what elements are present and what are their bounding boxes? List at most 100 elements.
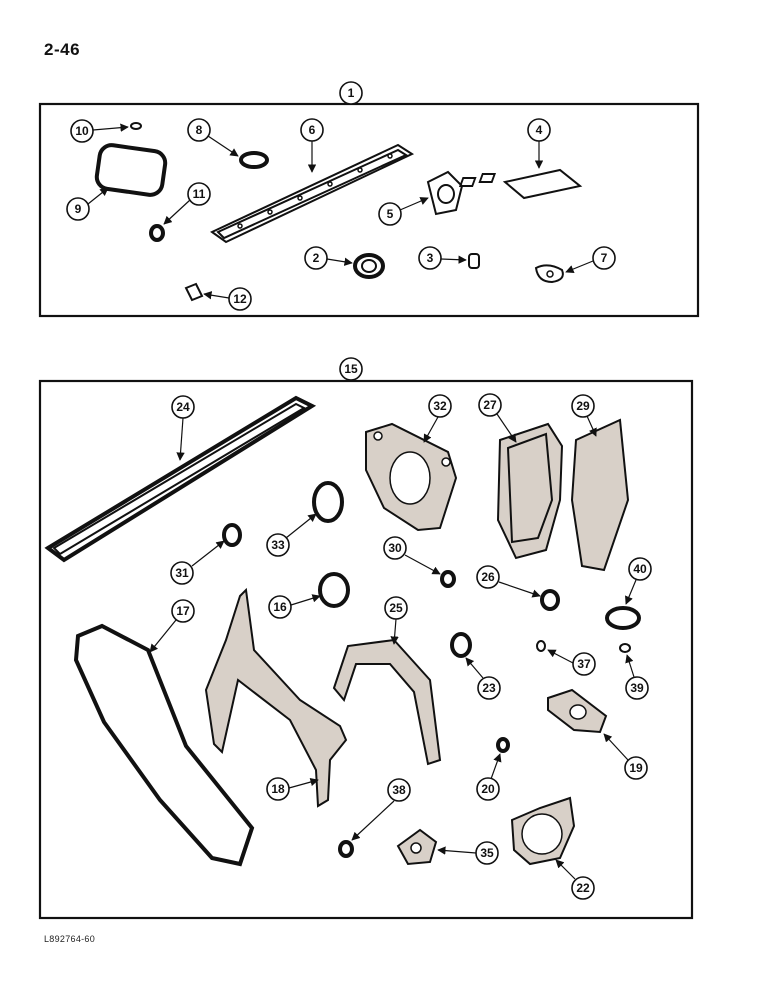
svg-text:9: 9 (75, 202, 82, 216)
callout-33: 33 (266, 513, 317, 557)
svg-text:7: 7 (601, 251, 608, 265)
part-11-seal (149, 224, 165, 242)
callout-6: 6 (300, 118, 324, 173)
figure-id: L892764-60 (44, 934, 96, 944)
part-37-oring (536, 640, 546, 652)
kit-15-panel (38, 379, 694, 920)
part-17-gasket (73, 623, 255, 867)
callout-29: 29 (571, 394, 597, 437)
callout-39: 39 (625, 654, 649, 700)
kit-1-panel (38, 102, 700, 318)
callout-40: 40 (625, 557, 652, 605)
svg-text:26: 26 (481, 570, 495, 584)
svg-text:6: 6 (309, 123, 316, 137)
svg-text:27: 27 (483, 398, 497, 412)
svg-text:31: 31 (175, 566, 189, 580)
callout-31: 31 (170, 540, 225, 585)
part-22-gasket (510, 796, 576, 866)
callout-7: 7 (565, 246, 616, 274)
kit-15-callout: 15 (339, 357, 363, 381)
svg-text:17: 17 (176, 604, 190, 618)
svg-text:39: 39 (630, 681, 644, 695)
kit-1-label: 1 (348, 86, 355, 100)
svg-text:20: 20 (481, 782, 495, 796)
svg-text:22: 22 (576, 881, 590, 895)
part-31-oring (222, 523, 242, 547)
part-18-gasket (204, 587, 348, 808)
callout-20: 20 (476, 753, 502, 801)
svg-text:11: 11 (193, 187, 206, 201)
part-29-gasket (570, 418, 630, 572)
part-33-oring (312, 481, 344, 523)
svg-text:25: 25 (389, 601, 403, 615)
callout-11: 11 (163, 182, 211, 225)
part-35-gasket (396, 828, 438, 866)
callout-26: 26 (476, 565, 541, 598)
part-39-oring (619, 643, 631, 653)
part-12-seal (184, 282, 204, 302)
callout-10: 10 (70, 119, 129, 143)
svg-text:32: 32 (433, 399, 447, 413)
part-32-gasket (365, 422, 458, 532)
callout-37: 37 (547, 649, 596, 676)
part-2-seal (353, 253, 385, 279)
svg-text:40: 40 (633, 562, 647, 576)
part-16-oring (318, 572, 350, 608)
svg-text:4: 4 (536, 123, 543, 137)
callout-38: 38 (351, 778, 411, 841)
callout-24: 24 (171, 395, 195, 461)
callout-9: 9 (66, 187, 109, 221)
part-9-seal (94, 143, 168, 197)
svg-text:8: 8 (196, 123, 203, 137)
callout-12: 12 (203, 287, 252, 311)
part-10-oring (130, 122, 142, 130)
part-3-seal (468, 253, 480, 269)
svg-text:12: 12 (233, 292, 247, 306)
kit-1-callout: 1 (339, 81, 363, 105)
kit-15-label: 15 (344, 362, 358, 376)
callout-27: 27 (478, 393, 517, 443)
callout-2: 2 (304, 246, 353, 270)
page-number: 2-46 (44, 40, 81, 59)
svg-text:19: 19 (629, 761, 643, 775)
part-25-gasket (332, 638, 442, 766)
svg-text:23: 23 (482, 681, 496, 695)
callout-32: 32 (423, 394, 452, 443)
svg-text:18: 18 (271, 782, 285, 796)
callout-19: 19 (603, 733, 648, 780)
svg-text:2: 2 (313, 251, 320, 265)
callout-22: 22 (555, 859, 595, 900)
part-7-gasket (534, 264, 564, 284)
part-4-gasket (458, 168, 583, 200)
svg-text:16: 16 (273, 600, 287, 614)
part-5-gasket (426, 170, 464, 216)
svg-text:29: 29 (576, 399, 590, 413)
svg-text:30: 30 (388, 541, 402, 555)
part-26-oring (540, 589, 560, 611)
part-24-gasket (44, 395, 317, 563)
part-20-oring (496, 737, 510, 753)
callout-35: 35 (437, 841, 499, 865)
svg-text:33: 33 (271, 538, 285, 552)
part-38-oring (338, 840, 354, 858)
callout-4: 4 (527, 118, 551, 169)
part-40-oring (605, 606, 641, 630)
part-19-gasket (547, 688, 608, 734)
callout-23: 23 (465, 657, 501, 700)
callout-8: 8 (187, 118, 239, 157)
part-8-seal (239, 151, 269, 169)
callout-16: 16 (268, 594, 321, 619)
callout-3: 3 (418, 246, 467, 270)
svg-text:37: 37 (577, 657, 591, 671)
svg-text:10: 10 (75, 124, 89, 138)
callout-17: 17 (149, 599, 195, 653)
part-27-gasket (496, 422, 564, 560)
svg-text:35: 35 (480, 846, 494, 860)
part-6-gasket (210, 143, 415, 244)
svg-text:24: 24 (176, 400, 190, 414)
part-23-oring (450, 632, 472, 658)
svg-text:3: 3 (427, 251, 434, 265)
callout-30: 30 (383, 536, 441, 575)
svg-text:5: 5 (387, 207, 394, 221)
callout-25: 25 (384, 596, 408, 645)
